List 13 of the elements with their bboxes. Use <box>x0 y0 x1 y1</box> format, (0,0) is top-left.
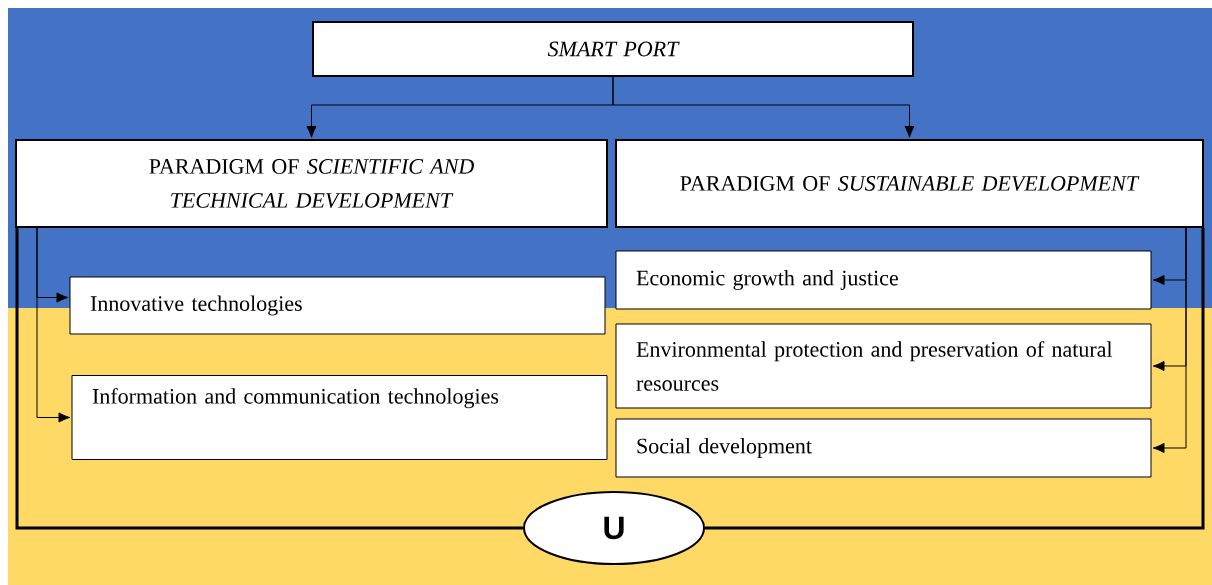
component-box: Information and communication technologies <box>71 375 608 460</box>
component-box: Economic growth and justice <box>615 250 1152 310</box>
title-box: SMART PORT <box>312 21 914 77</box>
component-box: Social development <box>615 418 1152 478</box>
component-box: Innovative technologies <box>69 276 606 335</box>
paradigm-box: PARADIGM OF SUSTAINABLE DEVELOPMENT <box>615 139 1204 228</box>
connector-arrow <box>36 227 69 303</box>
connector-arrow <box>1152 227 1187 286</box>
connector-line <box>705 228 1205 530</box>
connector-arrow <box>306 76 614 138</box>
component-box: Environmental protection and preservation of natural resources <box>615 323 1152 409</box>
paradigm-box: PARADIGM OF SCIENTIFIC AND TECHNICAL DEVELOPMENT <box>15 139 608 228</box>
connector-line <box>15 228 523 530</box>
